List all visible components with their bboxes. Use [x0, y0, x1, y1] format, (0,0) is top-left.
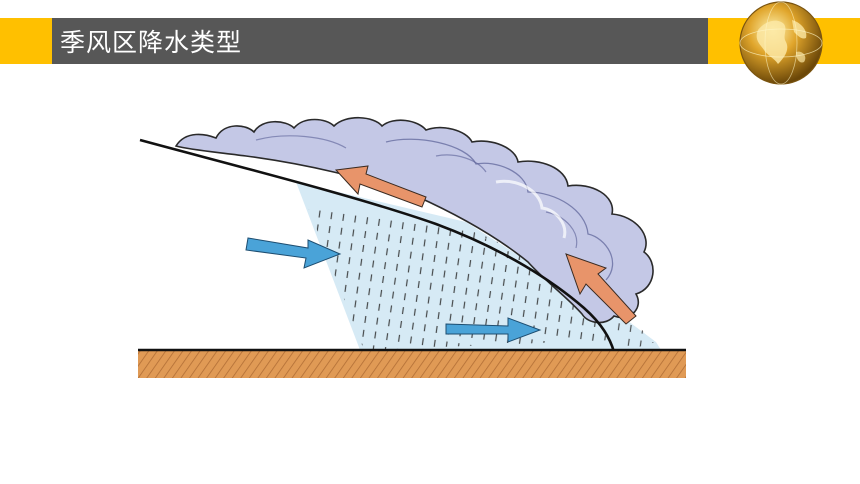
rain-area [296, 182, 661, 350]
cloud-mass [174, 116, 654, 324]
globe-icon [739, 1, 823, 85]
frontal-surface-line [139, 138, 616, 353]
cold-air-arrow-lower [445, 317, 542, 343]
accent-block-left [0, 18, 52, 64]
frontal-rain-diagram [138, 116, 686, 378]
page-title: 季风区降水类型 [60, 28, 243, 57]
warm-air-arrow-rising [565, 253, 637, 325]
title-bar: 季风区降水类型 [0, 18, 860, 64]
title-band: 季风区降水类型 [52, 18, 708, 64]
warm-air-arrow-upper [334, 165, 427, 208]
ground [138, 348, 686, 378]
cold-air-arrow-upper [245, 237, 342, 269]
